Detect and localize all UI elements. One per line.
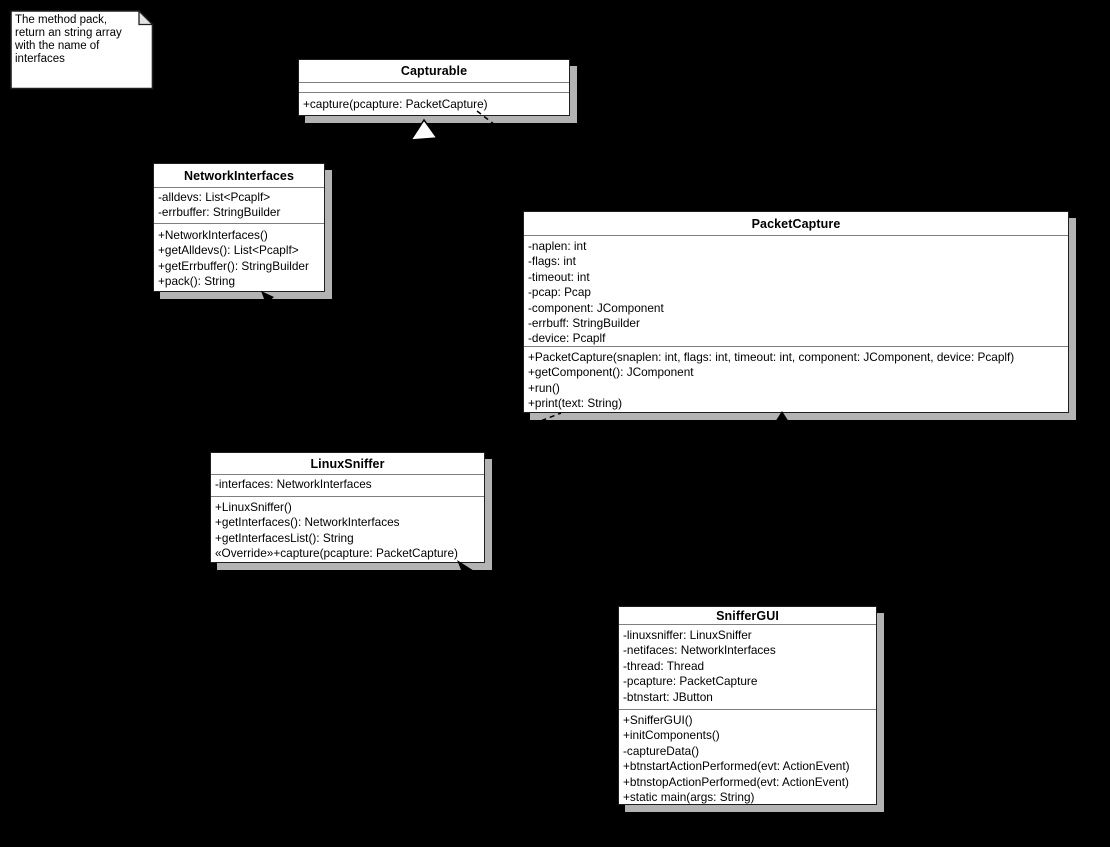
methods-compartment: +PacketCapture(snaplen: int, flags: int,…	[524, 346, 1068, 412]
uml-note[interactable]: The method pack, return an string array …	[10, 10, 154, 90]
method-line: +capture(pcapture: PacketCapture)	[303, 97, 488, 111]
method-line: +btnstopActionPerformed(evt: ActionEvent…	[623, 774, 849, 789]
attribute-line: -btnstart: JButton	[623, 689, 713, 704]
attribute-line: -linuxsniffer: LinuxSniffer	[623, 628, 752, 642]
attribute-line: -flags: int	[528, 254, 576, 269]
attributes-compartment: -interfaces: NetworkInterfaces	[211, 474, 484, 496]
method-line: +LinuxSniffer()	[215, 500, 292, 514]
attributes-compartment: -naplen: int-flags: int-timeout: int-pca…	[524, 235, 1068, 346]
note-text: The method pack, return an string array …	[15, 14, 122, 65]
note-fold-icon	[138, 10, 154, 26]
method-line: -captureData()	[623, 743, 700, 758]
attribute-line: -pcapture: PacketCapture	[623, 674, 758, 689]
method-line: +getAlldevs(): List<Pcaplf>	[158, 243, 299, 258]
attribute-line: -netifaces: NetworkInterfaces	[623, 643, 776, 658]
method-line: +static main(args: String)	[623, 790, 755, 804]
method-line: «Override»+capture(pcapture: PacketCaptu…	[215, 546, 458, 561]
class-title: SnifferGUI	[716, 608, 779, 623]
methods-compartment: +capture(pcapture: PacketCapture)	[299, 92, 569, 115]
attribute-line: -thread: Thread	[623, 658, 705, 673]
method-line: +getComponent(): JComponent	[528, 365, 694, 380]
class-title: PacketCapture	[751, 216, 841, 231]
attribute-line: -errbuff: StringBuilder	[528, 316, 640, 331]
methods-compartment: +NetworkInterfaces()+getAlldevs(): List<…	[154, 223, 324, 291]
note-shape	[10, 10, 154, 90]
class-box-sniffergui[interactable]: SnifferGUI -linuxsniffer: LinuxSniffer-n…	[618, 606, 884, 812]
attribute-line: -pcap: Pcap	[528, 285, 591, 300]
class-frame: SnifferGUI -linuxsniffer: LinuxSniffer-n…	[618, 606, 877, 805]
class-frame: PacketCapture -naplen: int-flags: int-ti…	[523, 211, 1069, 413]
method-line: +initComponents()	[623, 728, 720, 743]
method-line: +btnstartActionPerformed(evt: ActionEven…	[623, 759, 850, 774]
method-line: +run()	[528, 380, 560, 395]
class-title: Capturable	[400, 64, 468, 78]
methods-compartment: +LinuxSniffer()+getInterfaces(): Network…	[211, 496, 484, 562]
attributes-compartment: -linuxsniffer: LinuxSniffer-netifaces: N…	[619, 624, 876, 709]
attributes-compartment	[299, 82, 569, 92]
attribute-line: -naplen: int	[528, 239, 587, 253]
method-line: +getInterfaces(): NetworkInterfaces	[215, 515, 400, 530]
class-frame: LinuxSniffer -interfaces: NetworkInterfa…	[210, 452, 485, 563]
method-line: +SnifferGUI()	[623, 713, 693, 727]
realization-arrowhead-icon	[409, 118, 439, 141]
attribute-line: -timeout: int	[528, 269, 590, 284]
class-title: NetworkInterfaces	[183, 168, 295, 183]
class-box-packetcapture[interactable]: PacketCapture -naplen: int-flags: int-ti…	[523, 211, 1076, 420]
method-line: +getErrbuffer(): StringBuilder	[158, 258, 309, 273]
attribute-line: -component: JComponent	[528, 300, 664, 315]
class-frame: Capturable +capture(pcapture: PacketCapt…	[298, 59, 570, 116]
attribute-line: -alldevs: List<Pcaplf>	[158, 190, 271, 204]
attributes-compartment: -alldevs: List<Pcaplf>-errbuffer: String…	[154, 187, 324, 223]
methods-compartment: +SnifferGUI()+initComponents()-captureDa…	[619, 709, 876, 804]
method-line: +getInterfacesList(): String	[215, 530, 354, 545]
attribute-line: -interfaces: NetworkInterfaces	[215, 477, 372, 491]
class-frame: NetworkInterfaces -alldevs: List<Pcaplf>…	[153, 163, 325, 292]
attribute-line: -errbuffer: StringBuilder	[158, 205, 281, 220]
attribute-line: -device: Pcaplf	[528, 331, 606, 346]
method-line: +print(text: String)	[528, 396, 623, 411]
method-line: +NetworkInterfaces()	[158, 228, 268, 242]
class-box-linuxsniffer[interactable]: LinuxSniffer -interfaces: NetworkInterfa…	[210, 452, 492, 570]
class-box-networkinterfaces[interactable]: NetworkInterfaces -alldevs: List<Pcaplf>…	[153, 163, 332, 299]
class-box-capturable[interactable]: Capturable +capture(pcapture: PacketCapt…	[298, 59, 577, 123]
method-line: +PacketCapture(snaplen: int, flags: int,…	[528, 350, 1015, 364]
class-title: LinuxSniffer	[310, 456, 385, 471]
method-line: +pack(): String	[158, 274, 236, 289]
